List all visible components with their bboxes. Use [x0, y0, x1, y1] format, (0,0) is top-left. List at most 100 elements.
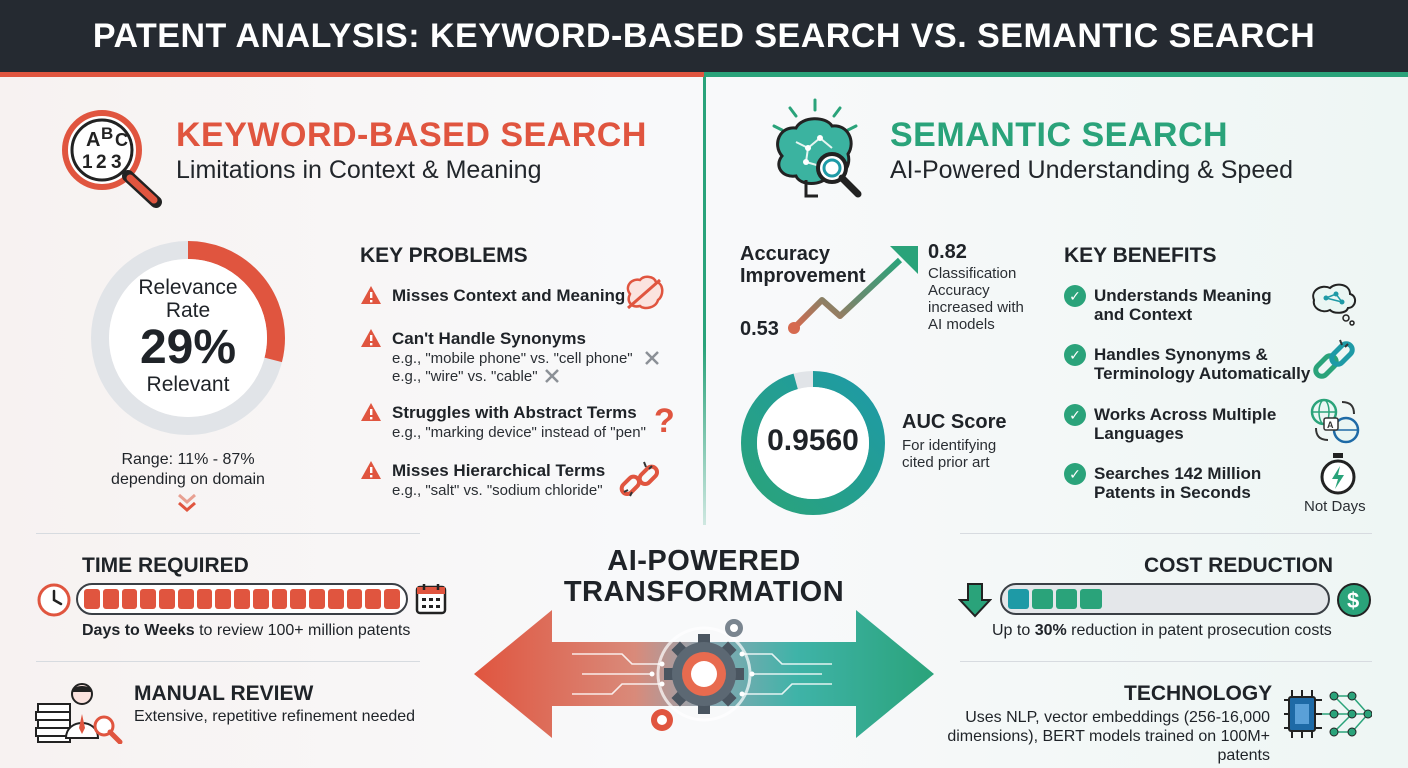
link-icon	[1310, 338, 1358, 384]
check-icon: ✓	[1064, 463, 1086, 485]
svg-text:A: A	[1327, 420, 1334, 430]
accuracy-trend-arrow	[782, 238, 922, 338]
benefit-line2: and Context	[1094, 305, 1193, 324]
manual-caption: Extensive, repetitive refinement needed	[134, 708, 416, 725]
auc-note-line2: cited prior art	[902, 454, 990, 471]
x-mark-icon	[544, 368, 560, 384]
accuracy-note: Classification Accuracy increased with A…	[928, 265, 1024, 333]
benefit-line2: Patents in Seconds	[1094, 483, 1251, 502]
time-bar-segment	[215, 589, 232, 609]
auc-note-line1: For identifying	[902, 437, 997, 454]
benefit-text: Handles Synonyms & Terminology Automatic…	[1094, 345, 1310, 383]
time-bar-segment	[384, 589, 401, 609]
auc-note: For identifying cited prior art	[902, 437, 996, 471]
technology-caption: Uses NLP, vector embeddings (256-16,000 …	[930, 708, 1270, 765]
svg-text:1: 1	[82, 152, 93, 173]
accuracy-label: Accuracy Improvement	[740, 243, 866, 287]
chip-network-icon	[1282, 682, 1373, 746]
relevance-range-line2: depending on domain	[111, 471, 265, 488]
benefit-line2: Languages	[1094, 424, 1184, 443]
time-bar-segment	[271, 589, 288, 609]
problem-example: e.g., "salt" vs. "sodium chloride"	[392, 482, 603, 499]
time-bar-segment	[290, 589, 307, 609]
cost-bar-segment	[1008, 589, 1030, 609]
relevance-label-line1: Relevance	[138, 276, 238, 299]
benefits-heading: KEY BENEFITS	[1064, 244, 1217, 267]
manual-heading: MANUAL REVIEW	[134, 682, 314, 705]
cost-heading: COST REDUCTION	[1144, 554, 1333, 577]
cost-caption-bold: 30%	[1034, 622, 1067, 639]
broken-brain-icon	[622, 274, 666, 314]
dollar-icon: $	[1336, 582, 1372, 618]
relevance-range: Range: 11% - 87% depending on domain	[88, 450, 288, 490]
x-mark-icon	[644, 350, 660, 366]
svg-text:B: B	[101, 124, 113, 143]
relevance-range-line1: Range: 11% - 87%	[121, 451, 255, 468]
problems-heading: KEY PROBLEMS	[360, 244, 528, 267]
accuracy-to: 0.82	[928, 241, 967, 263]
broken-link-icon	[616, 458, 662, 504]
check-icon: ✓	[1064, 285, 1086, 307]
time-progress-bar	[76, 583, 408, 615]
accuracy-note-line: Accuracy	[928, 282, 990, 299]
time-bar-segment	[309, 589, 325, 609]
manual-review-icon	[34, 680, 124, 745]
transformation-title-line1: AI-POWERED	[607, 545, 801, 577]
auc-title: AUC Score	[902, 411, 1007, 433]
technology-caption-line2: dimensions), BERT models trained on 100M…	[947, 728, 1270, 764]
not-days-label: Not Days	[1304, 498, 1366, 515]
ai-brain-magnifier-icon	[760, 96, 870, 206]
semantic-subtitle: AI-Powered Understanding & Speed	[890, 156, 1294, 184]
warning-icon	[361, 329, 381, 347]
question-mark-icon: ?	[654, 402, 675, 440]
relevance-caption: Relevant	[146, 373, 230, 396]
benefit-line1: Handles Synonyms &	[1094, 345, 1268, 364]
problem-title: Can't Handle Synonyms	[392, 329, 586, 348]
cost-bar-segment	[1080, 589, 1102, 609]
time-caption: Days to Weeks to review 100+ million pat…	[82, 622, 410, 640]
check-icon: ✓	[1064, 344, 1086, 366]
benefit-line1: Searches 142 Million	[1094, 464, 1262, 483]
time-bar-segment	[84, 589, 100, 609]
warning-icon	[361, 286, 381, 304]
header-accent-green	[704, 72, 1408, 77]
translate-globe-icon: A	[1308, 396, 1362, 446]
time-bar-segment	[252, 589, 269, 609]
svg-text:A: A	[86, 129, 100, 151]
accuracy-from: 0.53	[740, 318, 779, 340]
time-bar-segment	[365, 589, 382, 609]
page-title: PATENT ANALYSIS: KEYWORD-BASED SEARCH VS…	[0, 0, 1408, 72]
problem-example: e.g., "marking device" instead of "pen"	[392, 424, 646, 441]
cost-progress-bar	[1000, 583, 1330, 615]
problem-example: e.g., "mobile phone" vs. "cell phone"	[392, 350, 633, 367]
relevance-label-line2: Rate	[165, 299, 211, 322]
technology-caption-line1: Uses NLP, vector embeddings (256-16,000	[965, 709, 1270, 726]
time-bar-segment	[327, 589, 344, 609]
cost-bar-segment	[1056, 589, 1078, 609]
problem-title: Misses Context and Meaning	[392, 286, 626, 305]
time-bar-segment	[121, 589, 138, 609]
keyword-title: KEYWORD-BASED SEARCH	[176, 116, 647, 154]
benefit-line1: Understands Meaning	[1094, 286, 1272, 305]
benefit-line2: Terminology Automatically	[1094, 364, 1311, 383]
time-caption-bold: Days to Weeks	[82, 622, 195, 639]
cost-progress-fill	[1008, 589, 1322, 609]
time-progress-fill	[84, 589, 401, 609]
svg-text:C: C	[115, 130, 128, 150]
cost-caption-pre: Up to	[992, 622, 1035, 639]
time-bar-segment	[102, 589, 119, 609]
magnifier-abc-icon: A B C 1 2 3	[60, 108, 166, 208]
auc-value: 0.9560	[767, 424, 859, 457]
time-bar-segment	[140, 589, 157, 609]
relevance-label: Relevance Rate	[88, 276, 288, 322]
thought-network-icon	[1306, 280, 1360, 326]
divider	[36, 533, 420, 534]
cost-bar-segment	[1032, 589, 1054, 609]
accuracy-label-line2: Improvement	[740, 265, 866, 287]
time-bar-segment	[234, 589, 250, 609]
cost-caption: Up to 30% reduction in patent prosecutio…	[992, 622, 1332, 640]
transformation-title: AI-POWERED TRANSFORMATION	[504, 546, 904, 608]
divider	[960, 533, 1372, 534]
relevance-ring	[88, 238, 288, 438]
gear-circuit-arrows-icon	[472, 602, 936, 760]
